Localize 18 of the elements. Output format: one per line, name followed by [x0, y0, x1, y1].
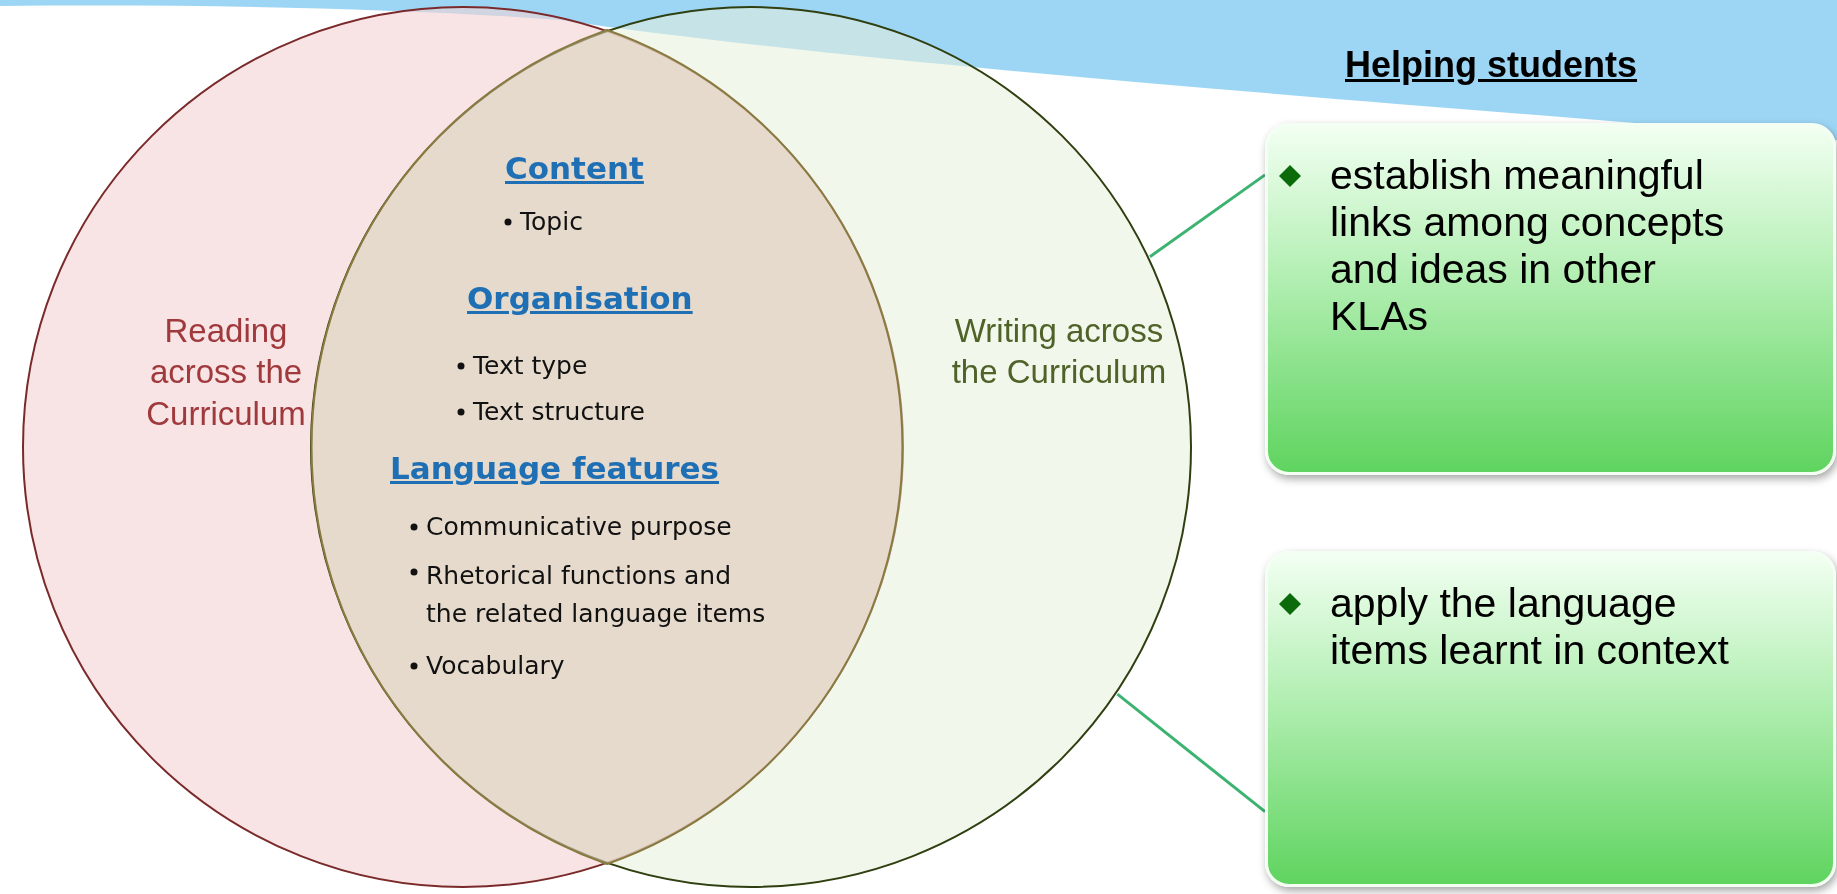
bullet-item: Topic [520, 207, 583, 236]
section-heading: Organisation [467, 280, 693, 316]
connector-line [1116, 693, 1266, 813]
section-heading: Content [505, 150, 644, 186]
section-heading: Language features [390, 450, 719, 486]
bullet-item: Text type [473, 351, 588, 380]
callout-text: apply the language items learnt in context [1330, 580, 1730, 675]
circle-label: Writing across the Curriculum [950, 311, 1168, 393]
circle-label: Reading across the Curriculum [145, 311, 307, 434]
bullet-item: Text structure [473, 397, 645, 426]
callout-card [1265, 551, 1836, 887]
bullet-item: Rhetorical functions and the related language items [426, 560, 767, 630]
connector-line [1149, 173, 1266, 258]
heading: Helping students [1345, 44, 1637, 86]
callout-text: establish meaningful links among concepts and ideas in other KLAs [1330, 152, 1726, 341]
bullet-item: Communicative purpose [426, 512, 732, 541]
bullet-item: Vocabulary [426, 651, 565, 680]
callout-card [1265, 123, 1836, 475]
